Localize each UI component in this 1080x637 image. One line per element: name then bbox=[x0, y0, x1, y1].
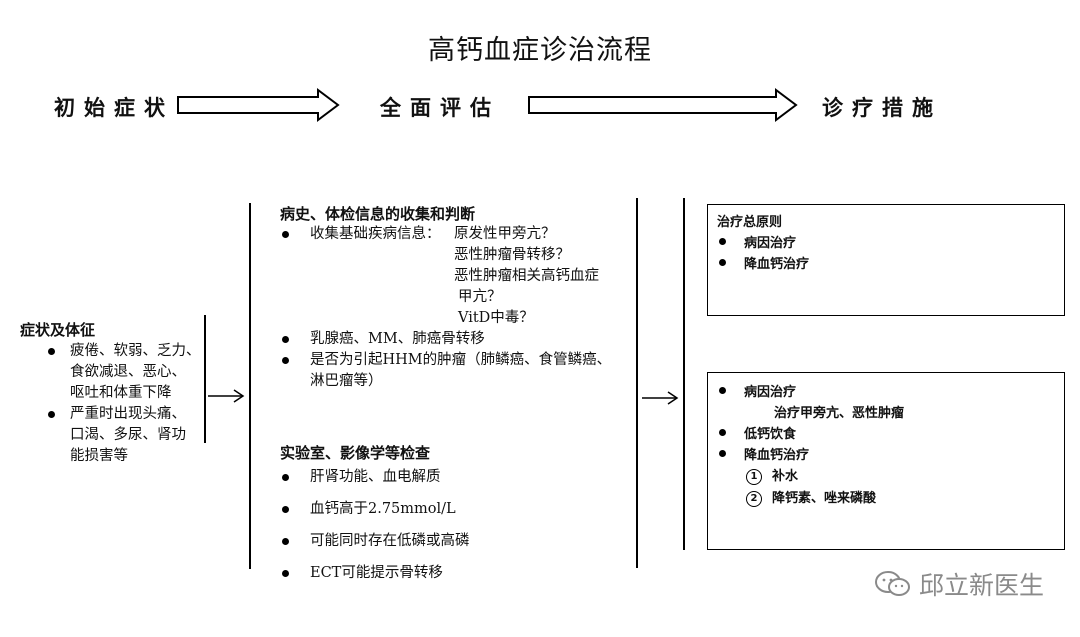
sub-item-text: 补水 bbox=[772, 469, 799, 484]
history-item-1-value-3: 甲亢？ bbox=[458, 289, 502, 305]
hollow-arrow-2 bbox=[528, 88, 798, 122]
treatment-left-line bbox=[683, 198, 685, 550]
symptom-line: 呕吐和体重下降 bbox=[70, 385, 172, 401]
lab-item-2: 血钙高于2.75mmol/L bbox=[310, 501, 456, 517]
treatment-sub-item-2: 2 降钙素、唑来磷酸 bbox=[746, 487, 876, 507]
bullet bbox=[719, 387, 726, 394]
sub-item-text: 降钙素、唑来磷酸 bbox=[772, 491, 877, 506]
bullet bbox=[282, 474, 289, 481]
treatment-item-3: 降血钙治疗 bbox=[744, 448, 810, 463]
symptom-item-1: 疲倦、软弱、乏力、 食欲减退、恶心、 呕吐和体重下降 bbox=[70, 341, 201, 404]
bullet bbox=[282, 231, 289, 238]
history-item-1-value-1: 恶性肿瘤骨转移？ bbox=[454, 247, 570, 263]
bullet bbox=[48, 411, 55, 418]
bullet bbox=[719, 238, 726, 245]
bullet bbox=[282, 506, 289, 513]
bullet bbox=[282, 357, 289, 364]
symptom-line: 疲倦、软弱、乏力、 bbox=[70, 343, 201, 359]
circled-number: 2 bbox=[746, 490, 762, 507]
history-item-1-label: 收集基础疾病信息： bbox=[310, 226, 441, 242]
history-item-1-value-4: VitD中毒？ bbox=[458, 310, 534, 326]
history-item-3-line-2: 淋巴瘤等） bbox=[310, 373, 383, 389]
bullet bbox=[282, 538, 289, 545]
symptoms-heading: 症状及体征 bbox=[20, 321, 96, 339]
bullet bbox=[282, 570, 289, 577]
symptom-line: 食欲减退、恶心、 bbox=[70, 364, 186, 380]
assessment-left-line bbox=[249, 203, 251, 569]
watermark: 邱立新医生 bbox=[873, 566, 1044, 602]
arrow-to-assessment bbox=[208, 389, 245, 403]
bullet bbox=[48, 348, 55, 355]
arrow-to-treatment bbox=[642, 391, 679, 405]
history-item-3-line-1: 是否为引起HHM的肿瘤（肺鳞癌、食管鳞癌、 bbox=[310, 352, 612, 368]
history-item-2: 乳腺癌、MM、肺癌骨转移 bbox=[310, 331, 485, 347]
bullet bbox=[282, 336, 289, 343]
bullet bbox=[719, 259, 726, 266]
hollow-arrow-1 bbox=[177, 88, 340, 122]
stage-initial-symptoms: 初始症状 bbox=[54, 96, 174, 120]
symptom-item-2: 严重时出现头痛、 口渴、多尿、肾功 能损害等 bbox=[70, 404, 186, 467]
treatment-item-1-sub: 治疗甲旁亢、恶性肿瘤 bbox=[774, 406, 905, 421]
principle-item-2: 降血钙治疗 bbox=[744, 257, 810, 272]
history-item-1-value-0: 原发性甲旁亢？ bbox=[454, 226, 556, 242]
treatment-detail-box: 病因治疗 治疗甲旁亢、恶性肿瘤 低钙饮食 降血钙治疗 1 补水 2 降钙素、唑来磷酸 bbox=[707, 372, 1065, 550]
symptoms-bracket-line bbox=[204, 315, 206, 443]
stage-treatment-measures: 诊疗措施 bbox=[822, 96, 942, 120]
stage-full-assessment: 全面评估 bbox=[380, 96, 500, 120]
lab-item-3: 可能同时存在低磷或高磷 bbox=[310, 533, 470, 549]
treatment-item-1: 病因治疗 bbox=[744, 385, 797, 400]
wechat-icon bbox=[874, 571, 910, 596]
principle-heading: 治疗总原则 bbox=[717, 215, 783, 230]
circled-number: 1 bbox=[746, 468, 762, 485]
treatment-sub-item-1: 1 补水 bbox=[746, 465, 798, 485]
lab-item-1: 肝肾功能、血电解质 bbox=[310, 469, 441, 485]
symptom-line: 口渴、多尿、肾功 bbox=[70, 427, 186, 443]
history-item-1-value-2: 恶性肿瘤相关高钙血症 bbox=[454, 268, 599, 284]
treatment-item-2: 低钙饮食 bbox=[744, 427, 797, 442]
assessment-right-line bbox=[636, 198, 638, 568]
symptom-line: 能损害等 bbox=[70, 448, 128, 464]
diagram-title: 高钙血症诊治流程 bbox=[428, 35, 652, 66]
principle-item-1: 病因治疗 bbox=[744, 236, 797, 251]
bullet bbox=[719, 429, 726, 436]
history-heading: 病史、体检信息的收集和判断 bbox=[280, 205, 476, 223]
treatment-principle-box: 治疗总原则 病因治疗 降血钙治疗 bbox=[707, 204, 1065, 316]
lab-heading: 实验室、影像学等检查 bbox=[280, 444, 431, 462]
watermark-text: 邱立新医生 bbox=[918, 571, 1044, 600]
lab-item-4: ECT可能提示骨转移 bbox=[310, 565, 443, 581]
symptom-line: 严重时出现头痛、 bbox=[70, 406, 186, 422]
bullet bbox=[719, 450, 726, 457]
